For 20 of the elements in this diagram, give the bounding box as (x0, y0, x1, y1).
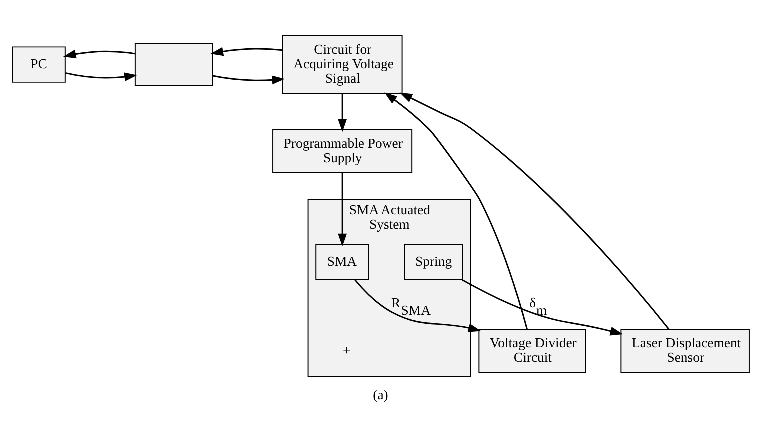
arrow (65, 72, 138, 82)
node-box: Programmable Power Supply (272, 129, 413, 174)
node-box: Circuit for Acquiring Voltage Signal (282, 35, 403, 94)
node-box: SMA (316, 244, 370, 280)
node-box (134, 43, 214, 86)
node-box: PC (12, 46, 66, 83)
node-box: Laser Displacement Sensor (620, 329, 750, 374)
arrow (210, 47, 283, 56)
arrow (338, 173, 348, 247)
arrow (462, 279, 624, 336)
arrow (354, 280, 482, 332)
node-box: Spring (404, 244, 464, 280)
arrow (338, 94, 348, 132)
label: + (343, 342, 351, 358)
arrow (400, 92, 670, 330)
node-box: Voltage Divider Circuit (478, 329, 586, 374)
arrow (384, 92, 528, 330)
arrow (212, 75, 286, 85)
caption: (a) (373, 387, 388, 402)
arrow (63, 50, 136, 59)
